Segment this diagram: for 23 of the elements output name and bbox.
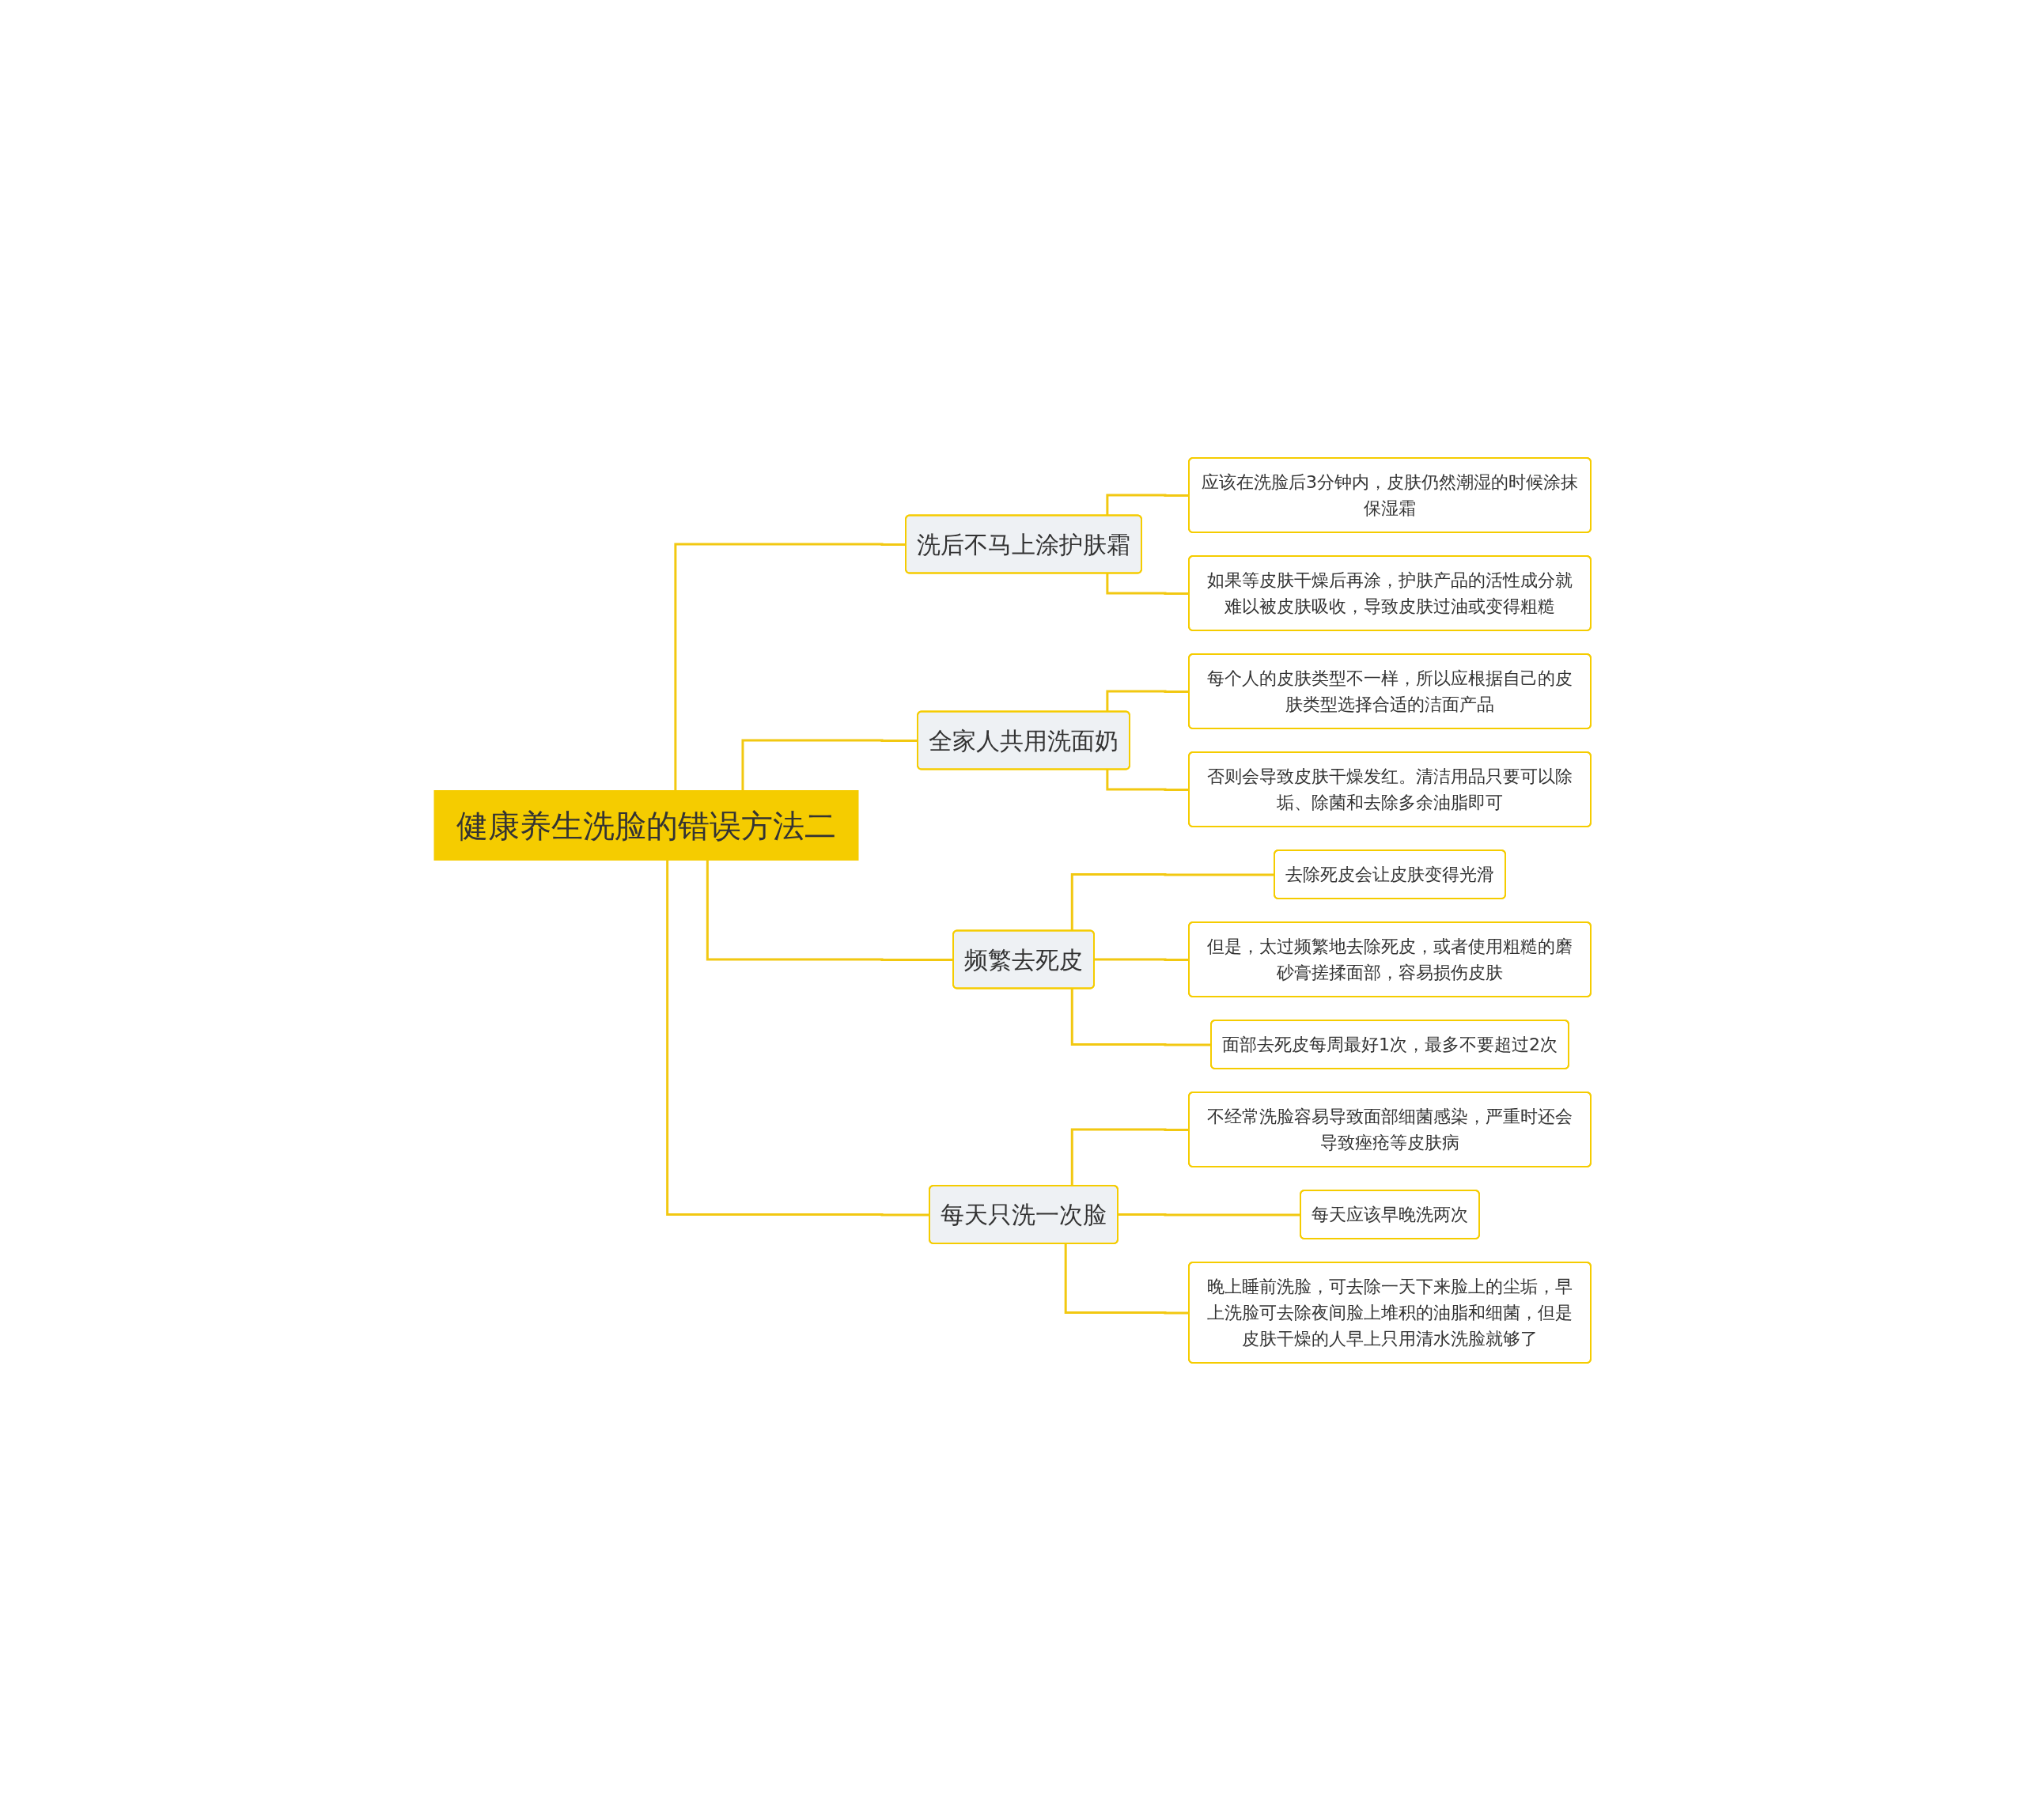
connector — [1106, 769, 1190, 791]
connector — [674, 543, 907, 790]
connector — [1064, 1243, 1190, 1314]
connector — [1106, 573, 1190, 595]
connector — [706, 860, 954, 961]
node-text: 应该在洗脸后3分钟内，皮肤仍然潮湿的时候涂抹保湿霜 — [1202, 471, 1578, 518]
node-text: 如果等皮肤干燥后再涂，护肤产品的活性成分就难以被皮肤吸收，导致皮肤过油或变得粗糙 — [1207, 569, 1573, 616]
node-text: 晚上睡前洗脸，可去除一天下来脸上的尘垢，早上洗脸可去除夜间脸上堆积的油脂和细菌，但是皮肤干燥的人早上只用清水洗脸就够了 — [1207, 1276, 1573, 1349]
node-text: 面部去死皮每周最好1次，最多不要超过2次 — [1222, 1034, 1558, 1054]
node-text: 去除死皮会让皮肤变得光滑 — [1285, 864, 1494, 884]
connector — [1070, 872, 1275, 931]
node-text: 每天应该早晚洗两次 — [1312, 1204, 1468, 1224]
connector — [1070, 1128, 1190, 1186]
node-text: 每个人的皮肤类型不一样，所以应根据自己的皮肤类型选择合适的洁面产品 — [1207, 668, 1573, 714]
connector — [1106, 494, 1190, 516]
connector — [741, 739, 918, 790]
node-text: 不经常洗脸容易导致面部细菌感染，严重时还会导致痤疮等皮肤病 — [1207, 1106, 1573, 1152]
node-text: 否则会导致皮肤干燥发红。清洁用品只要可以除垢、除菌和去除多余油脂即可 — [1207, 766, 1573, 812]
connector — [1106, 690, 1190, 712]
node-box: 健康养生洗脸的错误方法二 — [433, 789, 859, 861]
node-text: 但是，太过频繁地去除死皮，或者使用粗糙的磨砂膏搓揉面部，容易损伤皮肤 — [1207, 936, 1573, 982]
connector — [666, 860, 930, 1216]
connector — [1070, 988, 1212, 1046]
